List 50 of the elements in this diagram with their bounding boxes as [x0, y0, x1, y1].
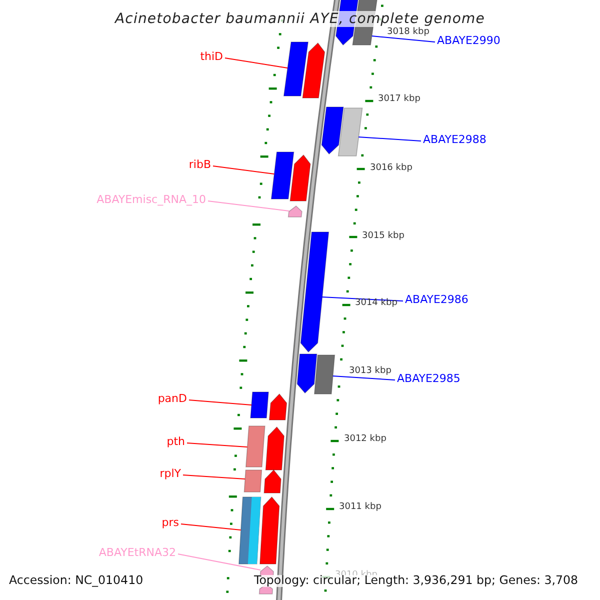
scale-label: 3016 kbp	[370, 164, 412, 173]
leader-line	[371, 36, 436, 42]
gene-label: ABAYE2986	[405, 294, 468, 305]
gene-label: panD	[158, 393, 187, 404]
leader-line	[186, 442, 248, 448]
gene-feature-bar	[245, 426, 266, 468]
leader-line	[332, 376, 396, 380]
gene-label: ABAYEmisc_RNA_10	[96, 194, 206, 205]
gene-label: ABAYE2990	[437, 35, 500, 46]
gene-label: thiD	[200, 51, 223, 62]
gene-feature-bar	[270, 152, 294, 200]
gene-feature-bar	[338, 108, 363, 156]
leader-line	[188, 400, 252, 406]
gene-feature-bar	[244, 470, 262, 492]
gene-label: pth	[166, 436, 185, 447]
accession-text: Accession: NC_010410	[9, 575, 144, 587]
scale-label: 3017 kbp	[378, 95, 420, 104]
title: Acinetobacter baumannii AYE, complete genome	[113, 11, 487, 27]
scale-label: 3014 kbp	[355, 299, 398, 308]
gene-label: ABAYE2988	[423, 134, 486, 145]
leader-line	[322, 296, 404, 302]
scale-label: 3018 kbp	[387, 28, 430, 37]
scale-label: 3011 kbp	[339, 503, 382, 512]
gene-feature-block	[296, 354, 318, 394]
gene-label: ribB	[188, 159, 211, 170]
gene-feature-bar	[250, 392, 269, 418]
gene-feature-block	[264, 469, 282, 494]
scale-label: 3013 kbp	[349, 367, 392, 376]
leader-line	[182, 474, 246, 480]
gene-feature-bar	[238, 496, 262, 564]
gene-label: ABAYEtRNA32	[98, 547, 176, 558]
gene-feature-block	[321, 106, 344, 155]
gene-label: prs	[162, 517, 179, 528]
gene-feature-block	[290, 154, 311, 202]
leader-line	[224, 58, 288, 68]
gene-label: ABAYE2985	[397, 373, 460, 384]
gene-feature-block	[302, 42, 326, 98]
scale-label: 3015 kbp	[362, 232, 404, 241]
leader-line	[180, 524, 242, 530]
scale-label: 3012 kbp	[344, 435, 386, 444]
leader-line	[358, 136, 422, 142]
gene-feature-block	[288, 205, 302, 218]
gene-feature-block	[268, 393, 288, 420]
gene-label: rplY	[160, 468, 181, 479]
gene-feature-bar	[283, 42, 309, 96]
gene-feature-block	[259, 496, 280, 564]
leader-line	[178, 554, 261, 570]
gene-feature-bar	[314, 354, 336, 394]
leader-line	[208, 200, 290, 212]
leader-line	[212, 166, 275, 174]
